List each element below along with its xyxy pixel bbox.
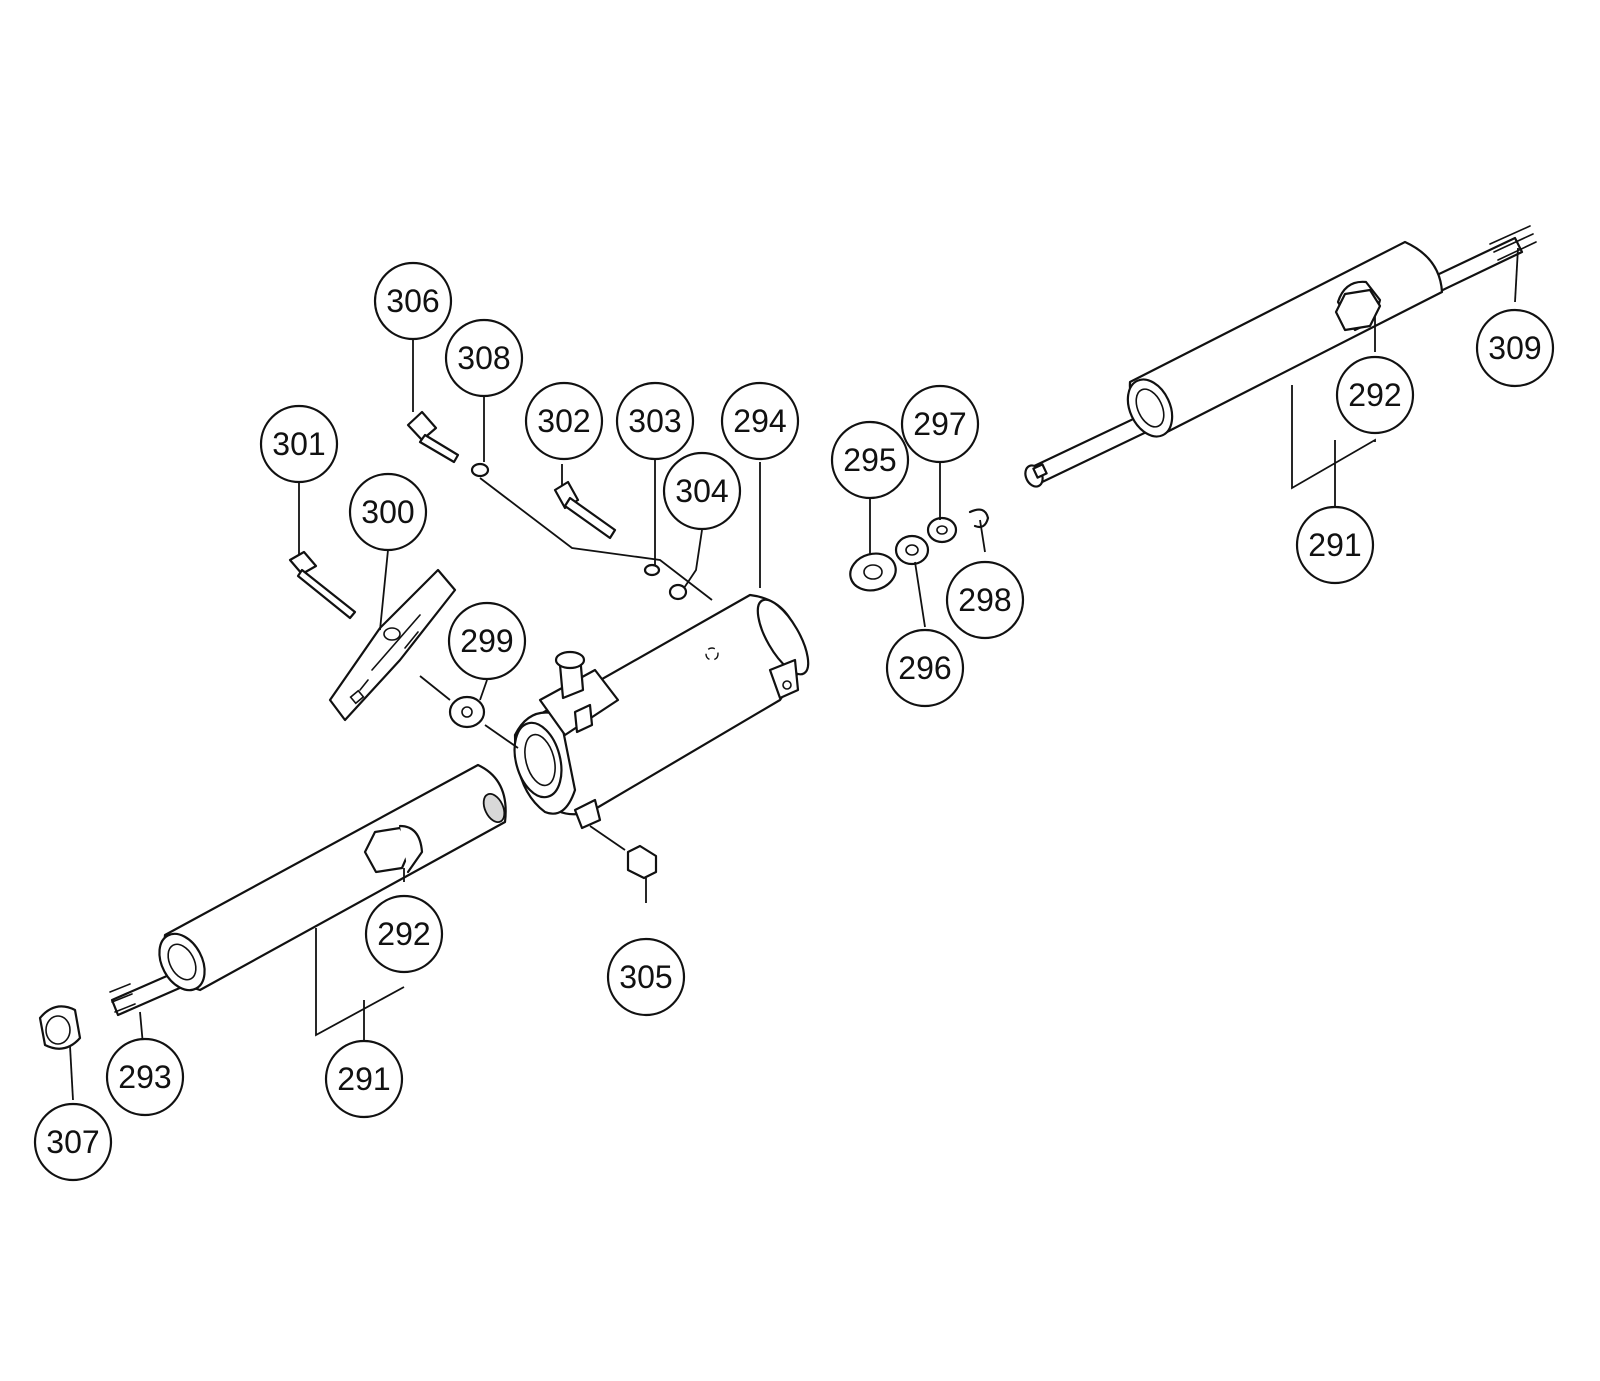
callout-label: 291 [1308,527,1361,563]
cap-307 [38,1005,82,1050]
callout-300: 300 [348,472,428,552]
callout-304: 304 [662,451,742,531]
bolt-301 [288,550,357,620]
washer-296 [894,534,930,566]
bolt-306 [406,410,460,464]
callout-label: 292 [377,916,430,952]
callout-306: 306 [373,261,453,341]
right-shaft-assembly [1024,225,1537,488]
callout-294: 294 [720,381,800,461]
callout-292-right: 292 [1335,355,1415,435]
callout-303: 303 [615,381,695,461]
bolt-302 [553,480,617,540]
left-shaft-assembly [109,763,507,1017]
callout-label: 308 [457,340,510,376]
callout-309: 309 [1475,308,1555,388]
center-housing [513,593,810,830]
callout-305: 305 [606,937,686,1017]
callout-label: 301 [272,426,325,462]
lever-plate [328,568,457,722]
nut-305 [626,844,658,880]
callout-296: 296 [885,628,965,708]
callout-298: 298 [945,560,1025,640]
callout-295: 295 [830,420,910,500]
callout-label: 291 [337,1061,390,1097]
callout-301: 301 [259,404,339,484]
washer-297 [926,516,958,544]
callout-label: 298 [958,582,1011,618]
callout-label: 304 [675,473,728,509]
washer-299 [448,695,486,729]
ring-303 [643,563,661,577]
callout-label: 303 [628,403,681,439]
callout-label: 305 [619,959,672,995]
callout-label: 309 [1488,330,1541,366]
callout-291-left: 291 [324,1039,404,1119]
callout-292-left: 292 [364,894,444,974]
callout-label: 307 [46,1124,99,1160]
callout-307: 307 [33,1102,113,1182]
callout-label: 292 [1348,377,1401,413]
ring-304 [668,583,688,601]
callout-label: 300 [361,494,414,530]
callout-label: 294 [733,403,786,439]
clip-298 [968,508,990,529]
callout-302: 302 [524,381,604,461]
callout-291-right: 291 [1295,505,1375,585]
callout-label: 293 [118,1059,171,1095]
callout-label: 296 [898,650,951,686]
callout-label: 295 [843,442,896,478]
clip-308 [470,462,490,478]
assembly-lines [419,477,713,851]
callout-label: 302 [537,403,590,439]
callout-label: 306 [386,283,439,319]
callout-293: 293 [105,1037,185,1117]
callout-label: 299 [460,623,513,659]
callout-308: 308 [444,318,524,398]
callout-299: 299 [447,601,527,681]
callout-label: 297 [913,406,966,442]
callout-297: 297 [900,384,980,464]
washer-295 [849,552,897,592]
leader-lines [69,247,1519,1101]
